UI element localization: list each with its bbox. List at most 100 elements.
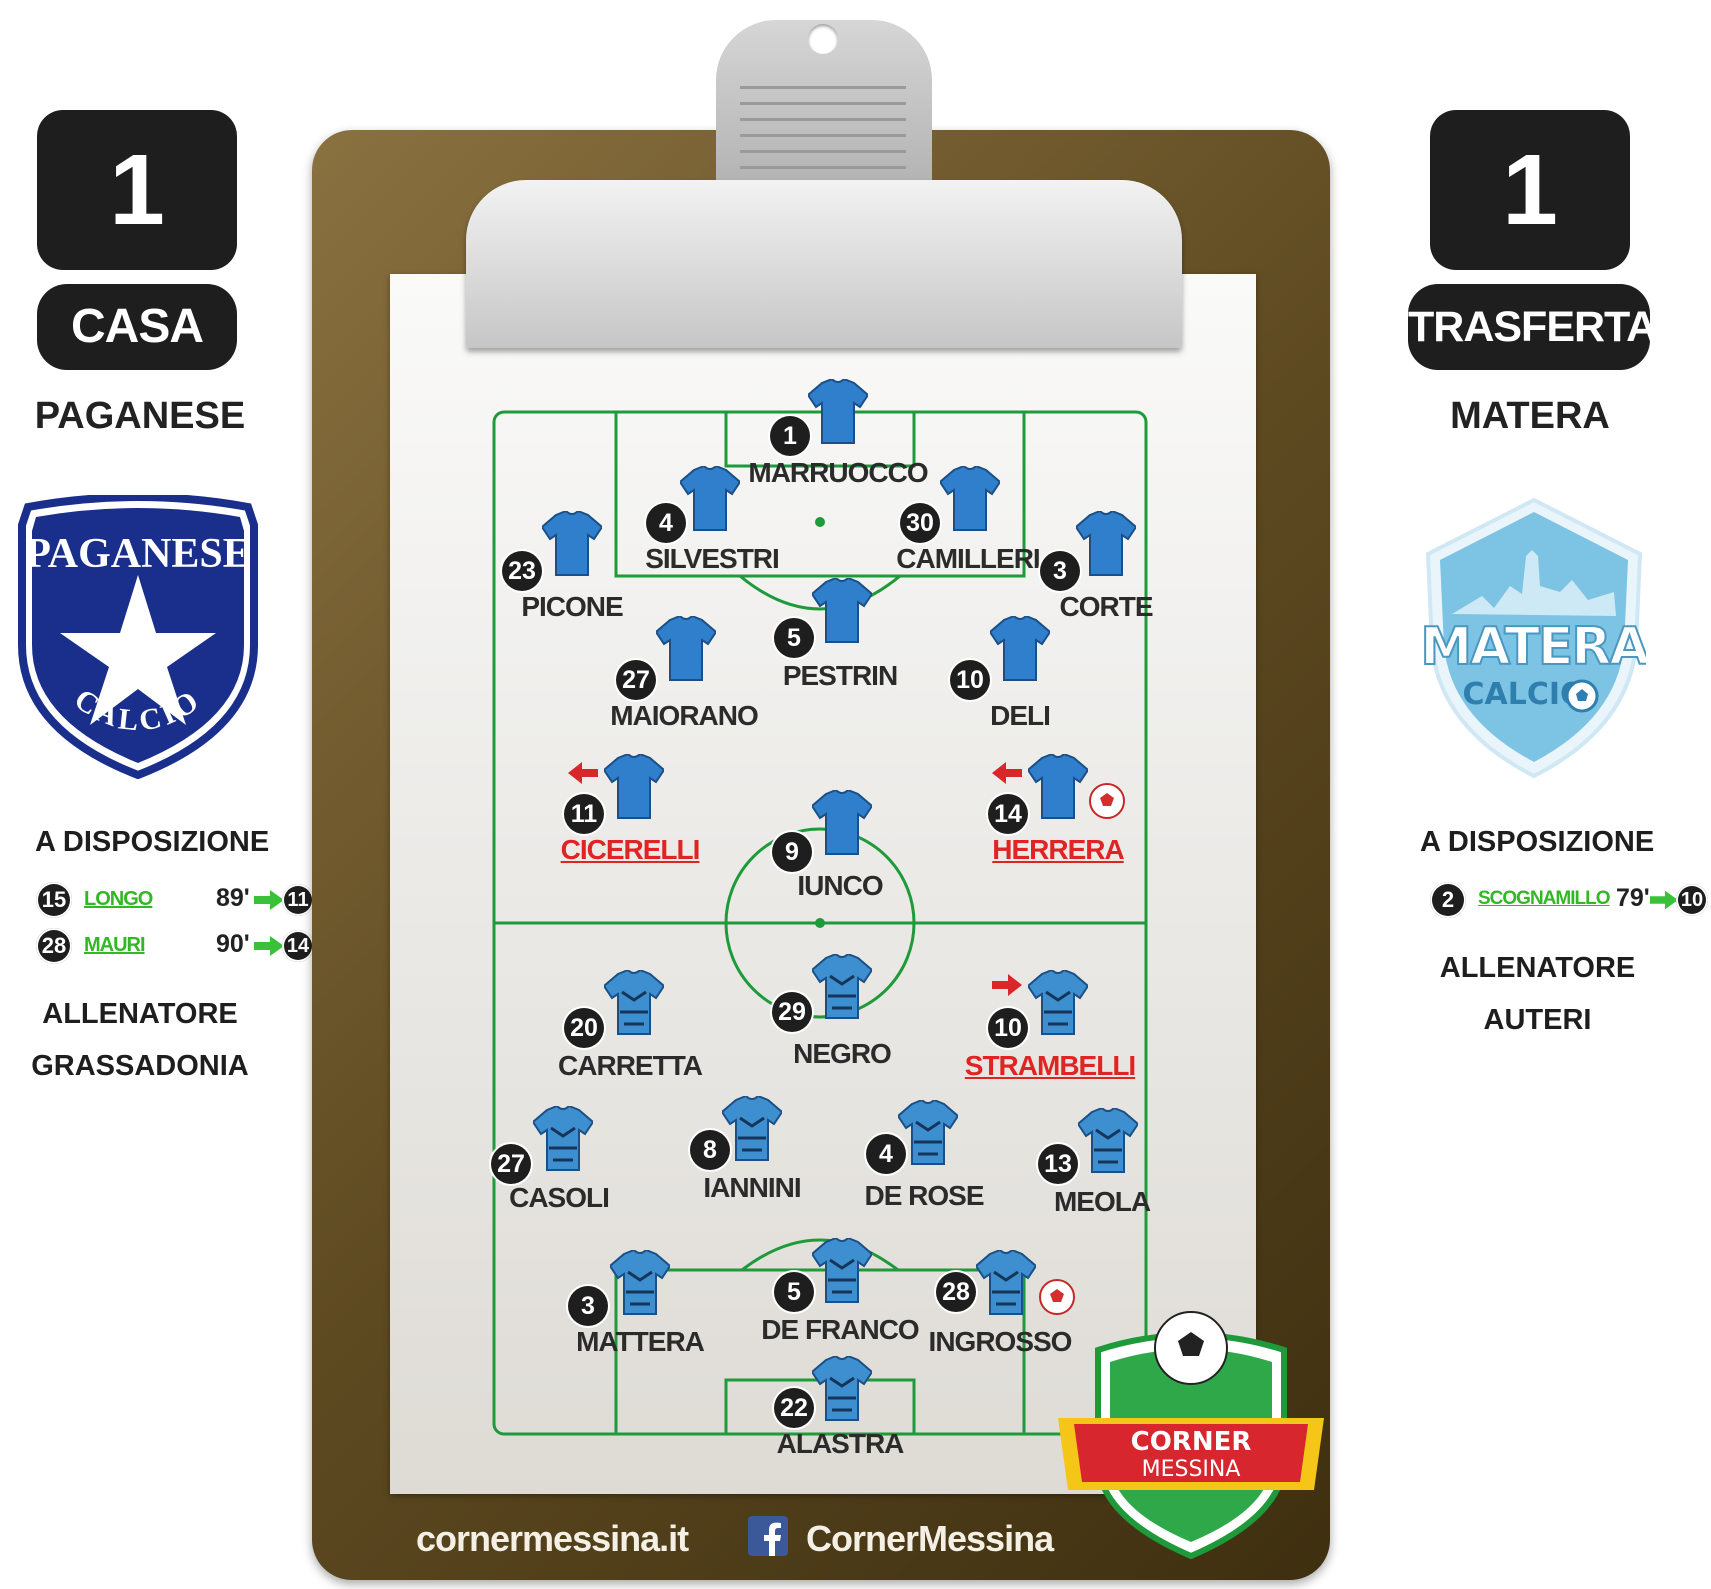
sub-name-link[interactable]: MAURI xyxy=(84,934,146,956)
jersey-icon xyxy=(680,466,740,531)
player-number: 1 xyxy=(770,416,810,456)
sub-replaced-number: 10 xyxy=(1676,884,1708,916)
matera-logo-subtext: CALCIO xyxy=(1462,677,1585,712)
jersey-icon xyxy=(990,616,1050,681)
jersey-icon xyxy=(812,1238,872,1303)
clipboard-paper xyxy=(390,274,1256,1494)
jersey-icon xyxy=(542,511,602,576)
jersey-icon xyxy=(812,1356,872,1421)
jersey-icon xyxy=(604,754,664,819)
player-name: NEGRO xyxy=(793,1038,892,1069)
player-number: 3 xyxy=(1040,551,1080,591)
jersey-icon xyxy=(812,578,872,643)
player-name: DE FRANCO xyxy=(761,1314,919,1345)
player-number: 10 xyxy=(988,1008,1028,1048)
jersey-icon xyxy=(1028,970,1088,1035)
sub-minute: 79' xyxy=(1616,884,1650,912)
home-bench-title: A DISPOSIZIONE xyxy=(35,826,270,858)
sub-replaced-number: 11 xyxy=(282,884,314,916)
sub-minute: 90' xyxy=(216,930,250,958)
home-coach-name: GRASSADONIA xyxy=(31,1050,249,1082)
soccer-ball-icon xyxy=(1039,1279,1075,1315)
paganese-logo-text: PAGANESE xyxy=(25,531,251,577)
player-number: 14 xyxy=(988,794,1028,834)
jersey-icon xyxy=(1078,1108,1138,1173)
facebook-icon[interactable] xyxy=(748,1516,788,1556)
player-number: 22 xyxy=(774,1388,814,1428)
player-number: 28 xyxy=(936,1272,976,1312)
arrow-left-icon xyxy=(992,762,1022,784)
player-name: INGROSSO xyxy=(928,1326,1073,1357)
jersey-icon xyxy=(812,954,872,1019)
player-name: PESTRIN xyxy=(782,660,898,691)
paganese-logo: PAGANESE CALCIO xyxy=(18,495,258,779)
jersey-icon xyxy=(656,616,716,681)
player-name: CORTE xyxy=(1059,591,1154,622)
player-number: 5 xyxy=(774,1272,814,1312)
player-number: 29 xyxy=(772,992,812,1032)
player-name: CARRETTA xyxy=(558,1050,703,1081)
away-coach-name: AUTERI xyxy=(1483,1004,1592,1036)
arrow-left-icon xyxy=(568,762,598,784)
player-name: CAMILLERI xyxy=(896,543,1040,574)
player-number: 27 xyxy=(616,660,656,700)
player-name: IANNINI xyxy=(703,1172,801,1203)
clip-ridge xyxy=(740,134,906,137)
jersey-icon xyxy=(1028,754,1088,819)
sub-name-link[interactable]: LONGO xyxy=(84,888,153,910)
away-sub-row: 2 SCOGNAMILLO 79' 10 xyxy=(1430,882,1711,918)
player-number: 9 xyxy=(772,832,812,872)
player-name: DE ROSE xyxy=(864,1180,984,1211)
jersey-icon xyxy=(722,1096,782,1161)
player-number: 23 xyxy=(502,551,542,591)
player-name: CASOLI xyxy=(509,1182,610,1213)
home-team-name: PAGANESE xyxy=(34,395,246,437)
away-coach-title: ALLENATORE xyxy=(1439,952,1636,984)
player-name: MATTERA xyxy=(576,1326,705,1357)
jersey-icon xyxy=(604,970,664,1035)
clipboard-clip-hole xyxy=(808,24,838,54)
home-sub-row: 15 LONGO 89' 11 xyxy=(36,882,316,918)
player-number: 11 xyxy=(564,794,604,834)
jersey-icon xyxy=(808,379,868,444)
sub-minute: 89' xyxy=(216,884,250,912)
clip-ridge xyxy=(740,86,906,89)
home-sub-row: 28 MAURI 90' 14 xyxy=(36,928,316,964)
clip-ridge xyxy=(740,150,906,153)
player-number: 4 xyxy=(646,503,686,543)
jersey-icon xyxy=(1076,511,1136,576)
sub-number: 2 xyxy=(1430,882,1466,918)
arrow-right-icon xyxy=(254,936,284,956)
sub-number: 28 xyxy=(36,928,72,964)
player-name: ALASTRA xyxy=(776,1428,905,1459)
player-name: HERRERA xyxy=(992,834,1124,865)
player-number: 4 xyxy=(866,1134,906,1174)
away-team-name: MATERA xyxy=(1450,395,1610,437)
player-name: CICERELLI xyxy=(560,834,701,865)
brand-line2: MESSINA xyxy=(1142,1457,1241,1482)
arrow-right-icon xyxy=(254,890,284,910)
player-name: MARRUOCCO xyxy=(748,457,928,488)
facebook-page-link[interactable]: CornerMessina xyxy=(806,1518,1054,1559)
home-side-label: CASA xyxy=(37,284,237,370)
player-name: PICONE xyxy=(521,591,623,622)
player-name: MEOLA xyxy=(1053,1186,1151,1217)
clip-ridge xyxy=(740,118,906,121)
brand-line1: CORNER xyxy=(1131,1427,1252,1457)
website-link[interactable]: cornermessina.it xyxy=(416,1518,689,1559)
clipboard-clip-bar xyxy=(466,180,1182,348)
player-number: 30 xyxy=(900,503,940,543)
jersey-icon xyxy=(533,1106,593,1171)
sub-name-link[interactable]: SCOGNAMILLO xyxy=(1478,888,1610,909)
player-number: 13 xyxy=(1038,1144,1078,1184)
jersey-icon xyxy=(940,466,1000,531)
player-number: 20 xyxy=(564,1008,604,1048)
jersey-icon xyxy=(976,1250,1036,1315)
soccer-ball-icon xyxy=(1089,783,1125,819)
player-name: SILVESTRI xyxy=(645,543,780,574)
player-number: 8 xyxy=(690,1130,730,1170)
arrow-right-icon xyxy=(992,974,1022,996)
away-bench-title: A DISPOSIZIONE xyxy=(1420,826,1655,858)
matera-logo-text: MATERA xyxy=(1422,617,1646,677)
